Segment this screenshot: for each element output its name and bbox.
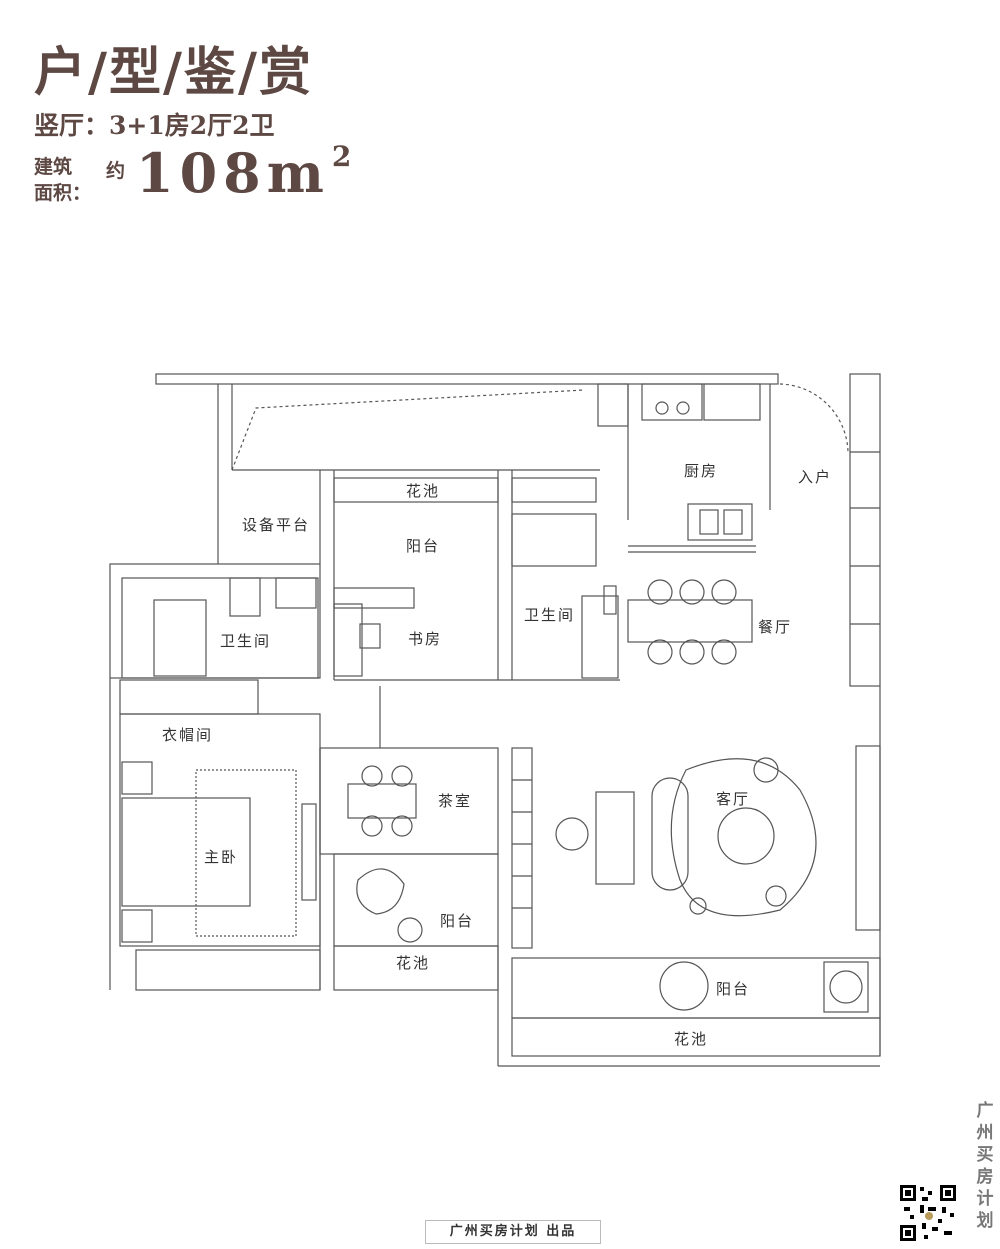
label-bathroom-right: 卫生间: [524, 606, 575, 624]
footer-brand: 广州买房计划 出品: [425, 1220, 601, 1244]
label-master-bedroom: 主卧: [204, 848, 238, 866]
label-flower-bed-left: 花池: [396, 954, 430, 972]
label-kitchen: 厨房: [684, 462, 718, 480]
area-label-line1: 建筑: [34, 156, 73, 178]
area-label-line2: 面积：: [34, 182, 92, 204]
area-superscript: 2: [331, 140, 358, 173]
side-brand-text: 广州买房计划: [976, 1101, 994, 1231]
label-flower-bed-top: 花池: [406, 482, 440, 500]
plan-walls: [109, 373, 881, 1067]
label-entrance: 入户: [798, 468, 832, 486]
area-value: 108m2: [136, 140, 357, 205]
unit-type: 竖厅：3+1房2厅2卫: [34, 111, 275, 140]
label-study: 书房: [408, 630, 442, 648]
label-dining: 餐厅: [758, 618, 792, 636]
label-bathroom-left: 卫生间: [220, 632, 271, 650]
label-balcony-study: 阳台: [406, 537, 440, 555]
label-cloakroom: 衣帽间: [162, 726, 213, 744]
label-balcony-tea: 阳台: [440, 912, 474, 930]
label-balcony-living: 阳台: [716, 980, 750, 998]
area-approx: 约: [106, 160, 126, 182]
label-flower-bed-bottom: 花池: [674, 1030, 708, 1048]
label-equipment-platform: 设备平台: [242, 516, 310, 534]
area-label: 建筑 面积：: [34, 154, 91, 206]
qr-code-icon: [898, 1183, 958, 1243]
label-living-room: 客厅: [716, 790, 750, 808]
label-tea-room: 茶室: [438, 792, 472, 810]
page-title: 户/型/鉴/赏: [34, 42, 313, 103]
area-number: 108m: [136, 141, 330, 205]
room-labels: 入户 厨房 设备平台 花池 阳台 书房 卫生间 卫生间 餐厅 衣帽间 主卧 茶室…: [162, 462, 832, 1048]
